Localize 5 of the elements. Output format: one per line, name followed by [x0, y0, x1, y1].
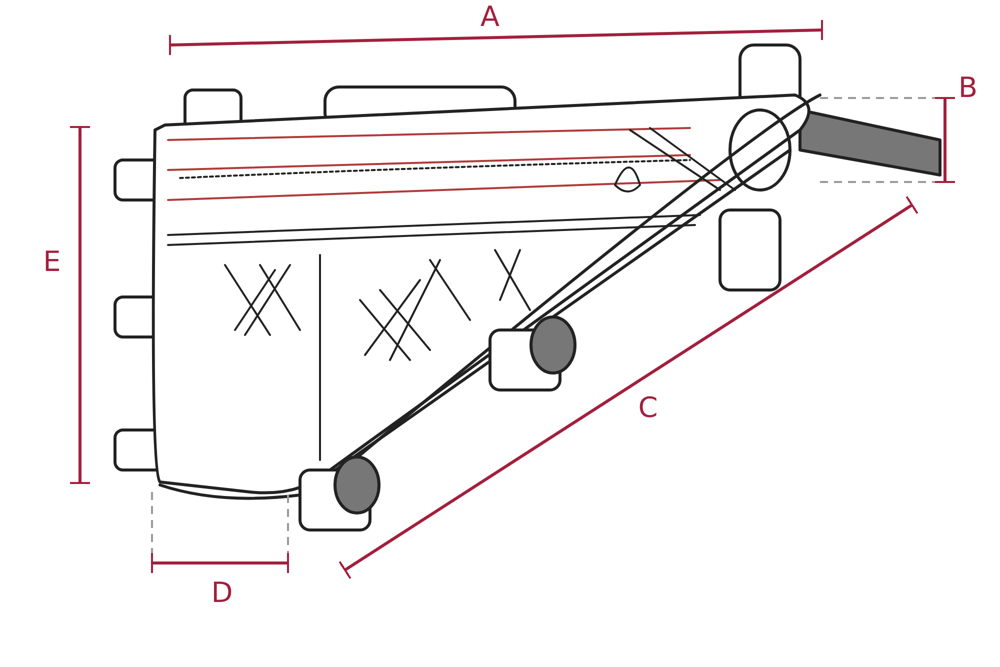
- dimension-label: E: [43, 247, 61, 277]
- dimension-label: D: [211, 578, 233, 608]
- dimension-label: A: [480, 2, 500, 32]
- dimension-label: B: [958, 73, 978, 103]
- dimension-label: C: [638, 393, 658, 423]
